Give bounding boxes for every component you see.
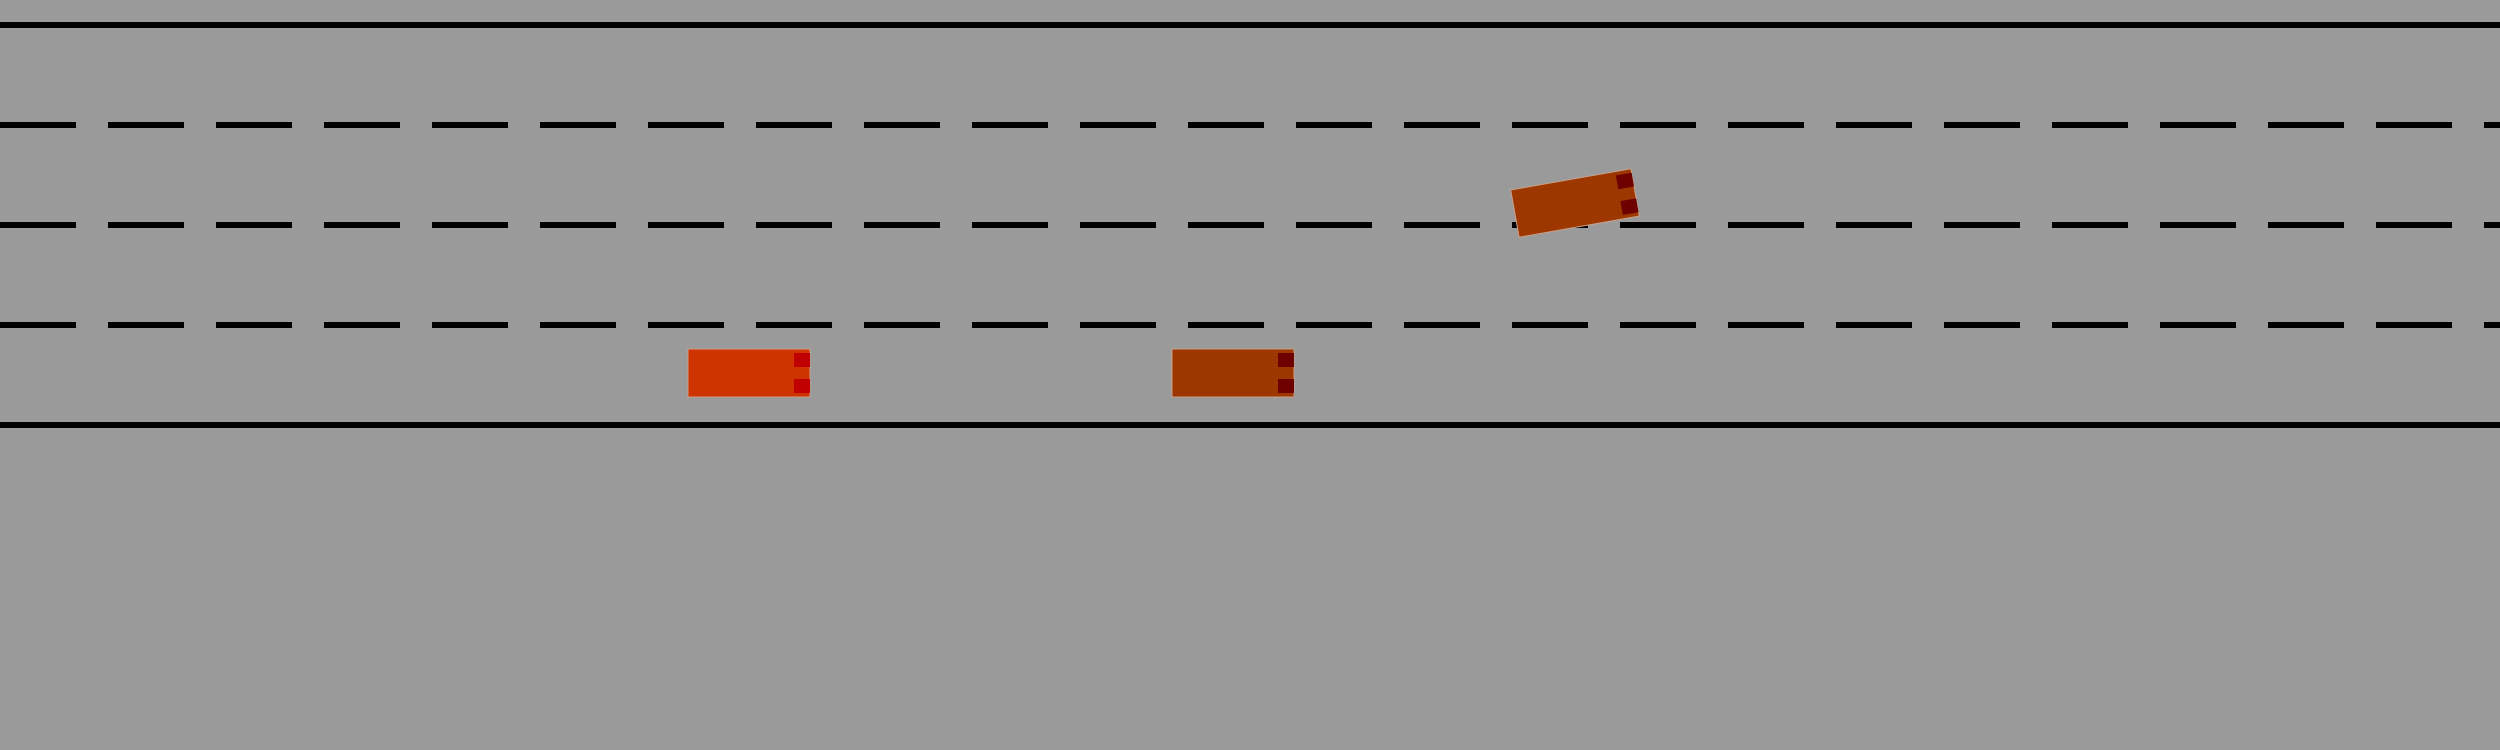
tail-light-left [1278, 353, 1294, 367]
tail-light-left [1615, 172, 1635, 190]
road [0, 22, 2500, 428]
vehicle-body [1510, 168, 1640, 238]
tail-light-right [1278, 379, 1294, 393]
tail-light-left [794, 353, 810, 367]
vehicle-body [687, 348, 811, 398]
other-vehicle-2 [1510, 168, 1640, 238]
ego-vehicle [687, 348, 811, 398]
other-vehicle-1 [1171, 348, 1295, 398]
tail-light-right [794, 379, 810, 393]
vehicle-body [1171, 348, 1295, 398]
tail-light-right [1620, 198, 1639, 215]
